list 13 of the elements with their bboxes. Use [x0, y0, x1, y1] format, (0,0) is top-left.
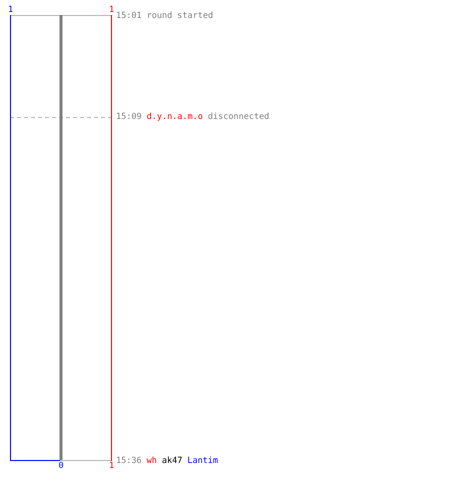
weapon-name: ak47 — [162, 456, 182, 466]
player-name: d.y.n.a.m.o — [146, 112, 203, 122]
player-name: Lantim — [187, 456, 218, 466]
count-number: 0 — [58, 462, 64, 471]
event-text: round started — [146, 10, 214, 20]
tag-text: wh — [146, 456, 157, 466]
count-number: 1 — [108, 462, 114, 471]
time-label: 15:09 — [116, 112, 142, 122]
event-text: disconnected — [208, 112, 270, 122]
time-label: 15:01 — [116, 10, 142, 20]
count-number: 1 — [108, 6, 114, 15]
count-number: 1 — [8, 6, 14, 15]
time-label: 15:36 — [116, 456, 142, 466]
